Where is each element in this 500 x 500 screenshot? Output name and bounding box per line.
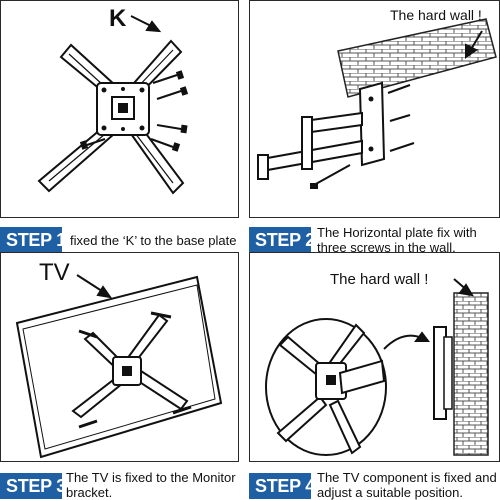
step1-text: fixed the ‘K’ to the base plate [70,233,237,248]
k-bracket-illustration [37,15,189,195]
step3-badge: STEP 3 [0,473,66,499]
step2-badge: STEP 2 [249,227,315,253]
wall-arrow-icon [465,30,483,59]
curved-arrow-icon [383,331,430,350]
hard-wall-label: The hard wall ! [330,271,429,288]
tv-arrow-icon [76,274,113,299]
hard-wall-label: The hard wall ! [390,7,482,23]
k-label: K [109,5,127,32]
brick-wall [453,292,489,456]
step1-badge: STEP 1 [0,227,66,253]
wall-arrow-icon [453,278,474,297]
tv-bracket-illustration [15,274,223,459]
step2-caption: STEP 2 The Horizontal plate fix with thr… [249,225,500,255]
k-arrow-icon [130,15,162,33]
step2-text: The Horizontal plate fix with three scre… [317,225,477,255]
step4-caption: STEP 4 The TV component is fixed and adj… [249,470,500,500]
brick-wall [337,18,497,98]
step1-panel: K [0,0,239,218]
wall-arm-illustration [257,18,497,189]
step4-panel: The hard wall ! [249,252,500,462]
step3-panel: TV [0,252,239,462]
step4-text: The TV component is fixed and adjust a s… [317,470,497,500]
tv-label: TV [39,259,70,286]
step1-caption: STEP 1 fixed the ‘K’ to the base plate [0,227,249,253]
tv-wall-mount-illustration [265,278,489,456]
step3-caption: STEP 3 The TV is fixed to the Monitor br… [0,470,249,500]
step4-badge: STEP 4 [249,473,315,499]
step3-text: The TV is fixed to the Monitor bracket. [66,470,236,500]
step2-panel: The hard wall ! [249,0,500,218]
